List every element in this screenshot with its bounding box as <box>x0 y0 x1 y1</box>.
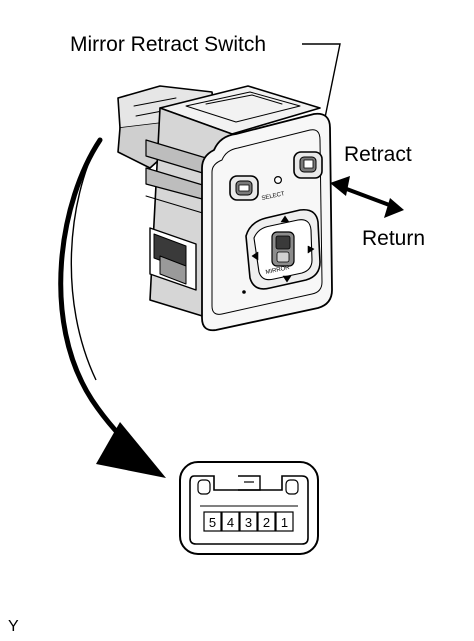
pin-number: 2 <box>263 515 270 530</box>
mirror-select-left-button <box>229 175 259 201</box>
connector-face <box>179 461 319 555</box>
connector-pin-numbers: 5 4 3 2 1 <box>209 515 288 530</box>
pin-cell <box>203 511 222 532</box>
pin-number: 5 <box>209 515 216 530</box>
pin-number: 3 <box>245 515 252 530</box>
pin-cell <box>221 511 240 532</box>
switch-assembly: SELECT MIRROR <box>117 85 333 332</box>
retract-switch-button <box>293 151 323 179</box>
pin-cell <box>257 511 276 532</box>
indicator-dot <box>274 176 283 185</box>
dial-mirror-text: MIRROR <box>265 265 291 276</box>
figure-code-label: Y <box>8 618 19 635</box>
mirror-adjust-dial: MIRROR <box>245 208 321 290</box>
pin-cell <box>239 511 258 532</box>
return-label: Return <box>362 227 425 250</box>
connector-pointer-arrow <box>58 137 166 478</box>
retract-return-arrow <box>330 176 404 218</box>
pin-cell <box>275 511 294 532</box>
mirror-retract-switch-label: Mirror Retract Switch <box>70 33 266 56</box>
connector-latch <box>238 475 261 491</box>
pointer-arrowhead <box>96 422 166 478</box>
panel-select-text: SELECT <box>261 191 285 202</box>
connector-pin-row <box>203 511 294 532</box>
pin-number: 4 <box>227 515 234 530</box>
pin-number: 1 <box>281 515 288 530</box>
retract-label: Retract <box>344 143 412 166</box>
